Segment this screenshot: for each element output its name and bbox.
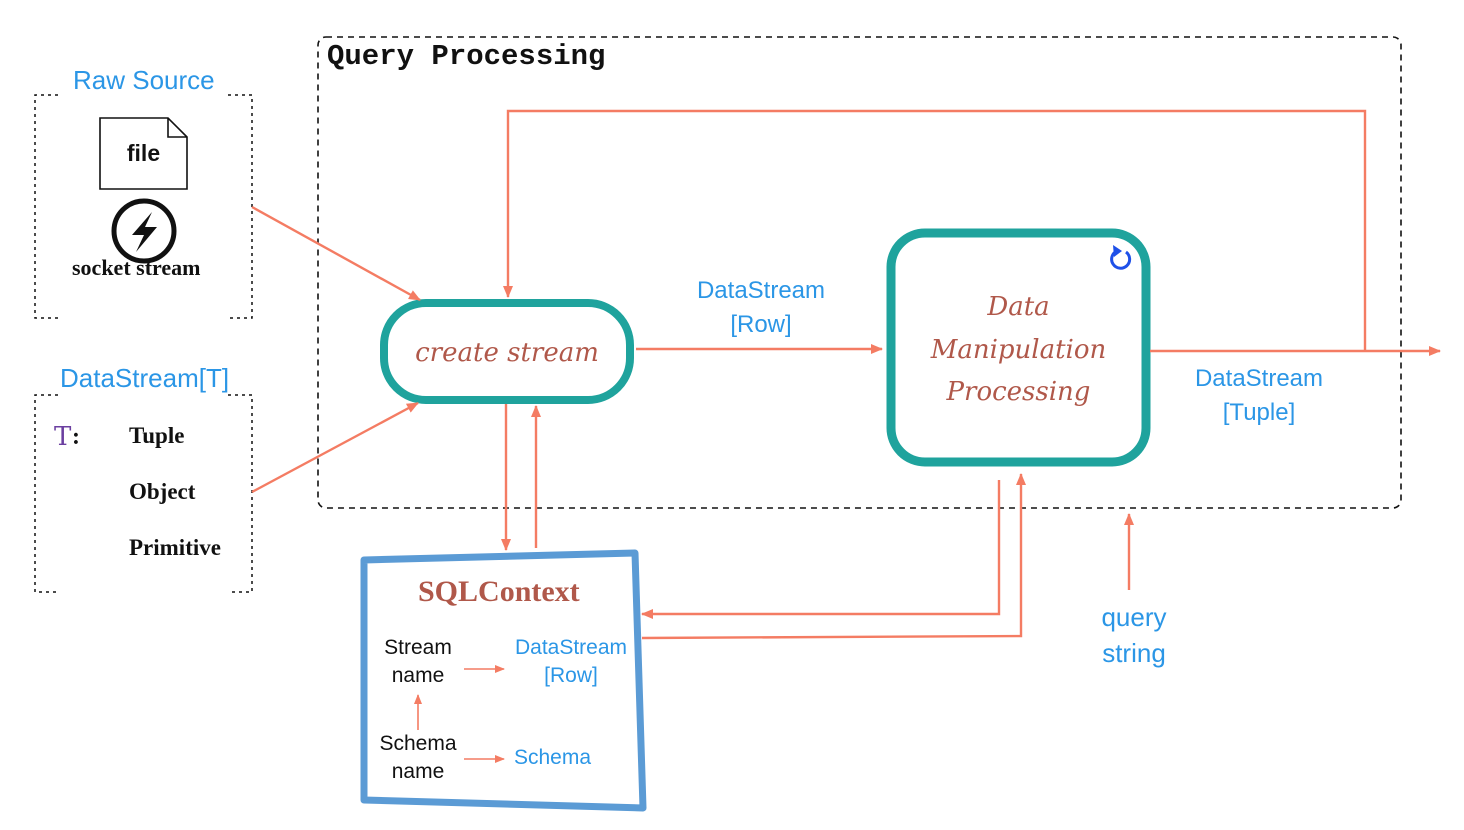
- t-symbol: T: [54, 422, 72, 452]
- sqlcontext-title: SQLContext: [418, 575, 580, 608]
- arrow-dmp-to-sql: [641, 480, 1001, 619]
- stream-name-line2: name: [391, 664, 445, 687]
- refresh-icon: [1110, 245, 1132, 270]
- create-stream-box: [380, 299, 634, 404]
- schema-name-line1: Schema: [379, 732, 457, 755]
- ds-row-line1: DataStream: [514, 636, 628, 659]
- raw-source-title: Raw Source: [73, 65, 215, 95]
- t-colon: :: [72, 424, 80, 450]
- edge-row-line2: [Row]: [730, 311, 792, 338]
- datastream-t-title: DataStream[T]: [60, 363, 230, 393]
- sqlcontext-connectors: [414, 665, 505, 763]
- dmp-line3: Processing: [946, 377, 1091, 407]
- arrow-datastream-t-to-create: [251, 401, 419, 494]
- dmp-line2: Manipulation: [930, 335, 1107, 365]
- dmp-line1: Data: [987, 292, 1050, 322]
- edge-row-line1: DataStream: [696, 277, 826, 304]
- connectors: [251, 109, 1441, 640]
- edge-tuple-line2: [Tuple]: [1222, 399, 1296, 426]
- sqlcontext-box: [360, 549, 647, 812]
- query-string-line1: query: [1101, 602, 1167, 632]
- ds-row-line2: [Row]: [544, 664, 598, 687]
- file-label: file: [126, 140, 161, 166]
- arrow-sql-to-dmp: [641, 473, 1026, 640]
- dmp-box: [886, 228, 1151, 467]
- query-processing-title: Query Processing: [327, 40, 606, 73]
- arrow-feedback-loop: [503, 109, 1367, 351]
- create-stream-label: create stream: [415, 338, 599, 368]
- socket-stream-label: socket stream: [72, 255, 201, 280]
- edge-tuple-line1: DataStream: [1194, 365, 1324, 392]
- file-icon: [99, 117, 188, 190]
- type-object: Object: [129, 479, 196, 504]
- datastream-t-frame: [34, 394, 253, 593]
- type-primitive: Primitive: [129, 535, 221, 560]
- arrow-raw-to-create: [251, 205, 421, 302]
- stream-name-line1: Stream: [384, 636, 452, 659]
- schema-name-line2: name: [391, 760, 445, 783]
- type-tuple: Tuple: [129, 423, 185, 448]
- raw-source-frame: [34, 94, 253, 319]
- socket-stream-icon: [111, 198, 177, 264]
- schema-label: Schema: [514, 746, 592, 769]
- query-processing-frame: [317, 36, 1402, 509]
- query-string-line2: string: [1102, 638, 1166, 668]
